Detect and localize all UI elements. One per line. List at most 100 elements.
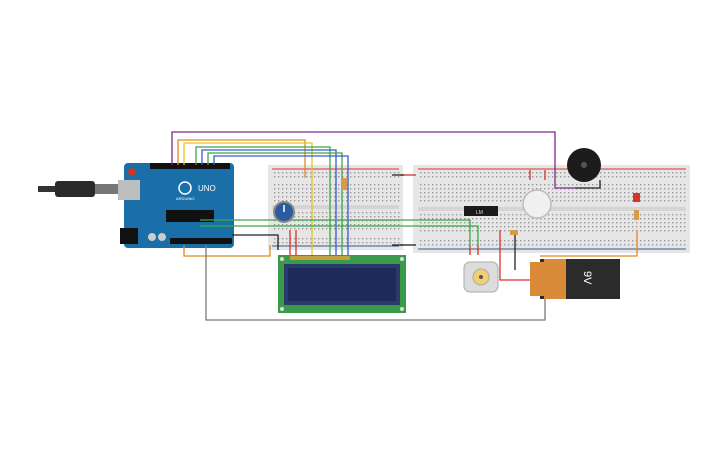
pir-sensor[interactable] <box>522 189 552 219</box>
breadboard-hole <box>444 200 446 202</box>
breadboard-hole <box>620 196 622 198</box>
breadboard-hole <box>390 228 392 230</box>
breadboard-hole <box>358 228 360 230</box>
battery-cap <box>530 262 544 296</box>
breadboard-hole <box>520 188 522 190</box>
breadboard-hole <box>394 228 396 230</box>
breadboard-hole <box>588 240 590 242</box>
wire-yellow[interactable] <box>183 142 313 255</box>
battery-9v[interactable]: 9V <box>530 259 620 299</box>
wire-red-sensor[interactable] <box>529 170 546 180</box>
breadboard-hole <box>632 172 634 174</box>
ic-chip[interactable]: LM <box>464 206 498 216</box>
breadboard-hole <box>294 188 296 190</box>
breadboard-hole <box>628 226 630 228</box>
usb-cable[interactable] <box>38 181 125 197</box>
breadboard-hole <box>548 218 550 220</box>
breadboard-hole <box>656 200 658 202</box>
breadboard-hole <box>322 224 324 226</box>
breadboard-hole <box>564 240 566 242</box>
wire-green-2[interactable] <box>207 152 343 255</box>
resistor[interactable] <box>342 178 347 190</box>
breadboard-hole <box>456 222 458 224</box>
breadboard-hole <box>512 226 514 228</box>
breadboard-hole <box>672 240 674 242</box>
breadboard-hole <box>540 184 542 186</box>
dc-motor[interactable] <box>463 261 499 293</box>
led[interactable] <box>633 193 640 220</box>
breadboard-hole <box>660 184 662 186</box>
breadboard-hole <box>484 200 486 202</box>
wire-blue-1[interactable] <box>201 149 337 255</box>
breadboard-hole <box>548 192 550 194</box>
breadboard-hole <box>460 226 462 228</box>
breadboard-hole <box>420 200 422 202</box>
breadboard-hole <box>632 184 634 186</box>
breadboard-hole <box>624 188 626 190</box>
breadboard-hole <box>338 176 340 178</box>
wire-blue-2[interactable] <box>213 155 349 255</box>
reset-button-icon[interactable] <box>128 168 136 176</box>
wire-green-1[interactable] <box>195 146 331 255</box>
breadboard-hole <box>616 230 618 232</box>
breadboard-hole <box>580 196 582 198</box>
breadboard-hole <box>572 200 574 202</box>
breadboard-hole <box>644 218 646 220</box>
breadboard-hole <box>424 214 426 216</box>
wire-rail-jumper[interactable] <box>392 174 404 246</box>
wire-black-buzzer[interactable] <box>575 180 601 189</box>
breadboard-hole <box>516 226 518 228</box>
breadboard-hole <box>330 176 332 178</box>
breadboard-hole <box>648 226 650 228</box>
piezo-buzzer[interactable] <box>567 148 601 182</box>
breadboard-hole <box>640 240 642 242</box>
breadboard-hole <box>330 216 332 218</box>
wire-orange-led[interactable] <box>540 230 638 257</box>
breadboard-hole <box>600 200 602 202</box>
wire-green-4[interactable] <box>200 225 479 245</box>
breadboard-hole <box>488 244 490 246</box>
wire-red-ic[interactable] <box>469 245 479 255</box>
breadboard-hole <box>660 172 662 174</box>
breadboard-hole <box>628 196 630 198</box>
lcd-16x2[interactable] <box>278 255 406 313</box>
breadboard-hole <box>310 192 312 194</box>
breadboard-hole <box>460 240 462 242</box>
wire-gray[interactable] <box>205 245 546 321</box>
breadboard-hole <box>310 176 312 178</box>
breadboard-hole <box>628 192 630 194</box>
breadboard-hole <box>322 172 324 174</box>
wire-orange-top[interactable] <box>177 139 306 178</box>
breadboard-hole <box>358 176 360 178</box>
breadboard-hole <box>624 222 626 224</box>
potentiometer[interactable] <box>273 201 295 223</box>
wire-orange-power[interactable] <box>183 245 271 257</box>
breadboard-hole <box>508 240 510 242</box>
breadboard-hole <box>460 172 462 174</box>
breadboard-hole <box>302 212 304 214</box>
breadboard-hole <box>588 222 590 224</box>
breadboard-hole <box>556 200 558 202</box>
wire-red-battery[interactable] <box>499 230 530 281</box>
breadboard-hole <box>520 230 522 232</box>
breadboard-hole <box>492 176 494 178</box>
breadboard-hole <box>684 214 686 216</box>
arduino-uno-board[interactable]: UNO ARDUINO <box>118 163 234 248</box>
breadboard-hole <box>680 200 682 202</box>
breadboard-hole <box>668 222 670 224</box>
breadboard-hole <box>342 228 344 230</box>
breadboard-hole <box>580 222 582 224</box>
wire-purple[interactable] <box>171 131 575 189</box>
wire-red-pot[interactable] <box>289 230 297 255</box>
breadboard-hole <box>632 214 634 216</box>
breadboard-hole <box>572 218 574 220</box>
resistor-battery[interactable] <box>510 230 518 235</box>
breadboard-hole <box>512 184 514 186</box>
breadboard-hole <box>684 218 686 220</box>
breadboard-hole <box>604 244 606 246</box>
breadboard-hole <box>672 222 674 224</box>
wire-black-gnd[interactable] <box>232 234 279 250</box>
breadboard-hole <box>472 192 474 194</box>
breadboard-hole <box>322 238 324 240</box>
breadboard-hole <box>648 230 650 232</box>
